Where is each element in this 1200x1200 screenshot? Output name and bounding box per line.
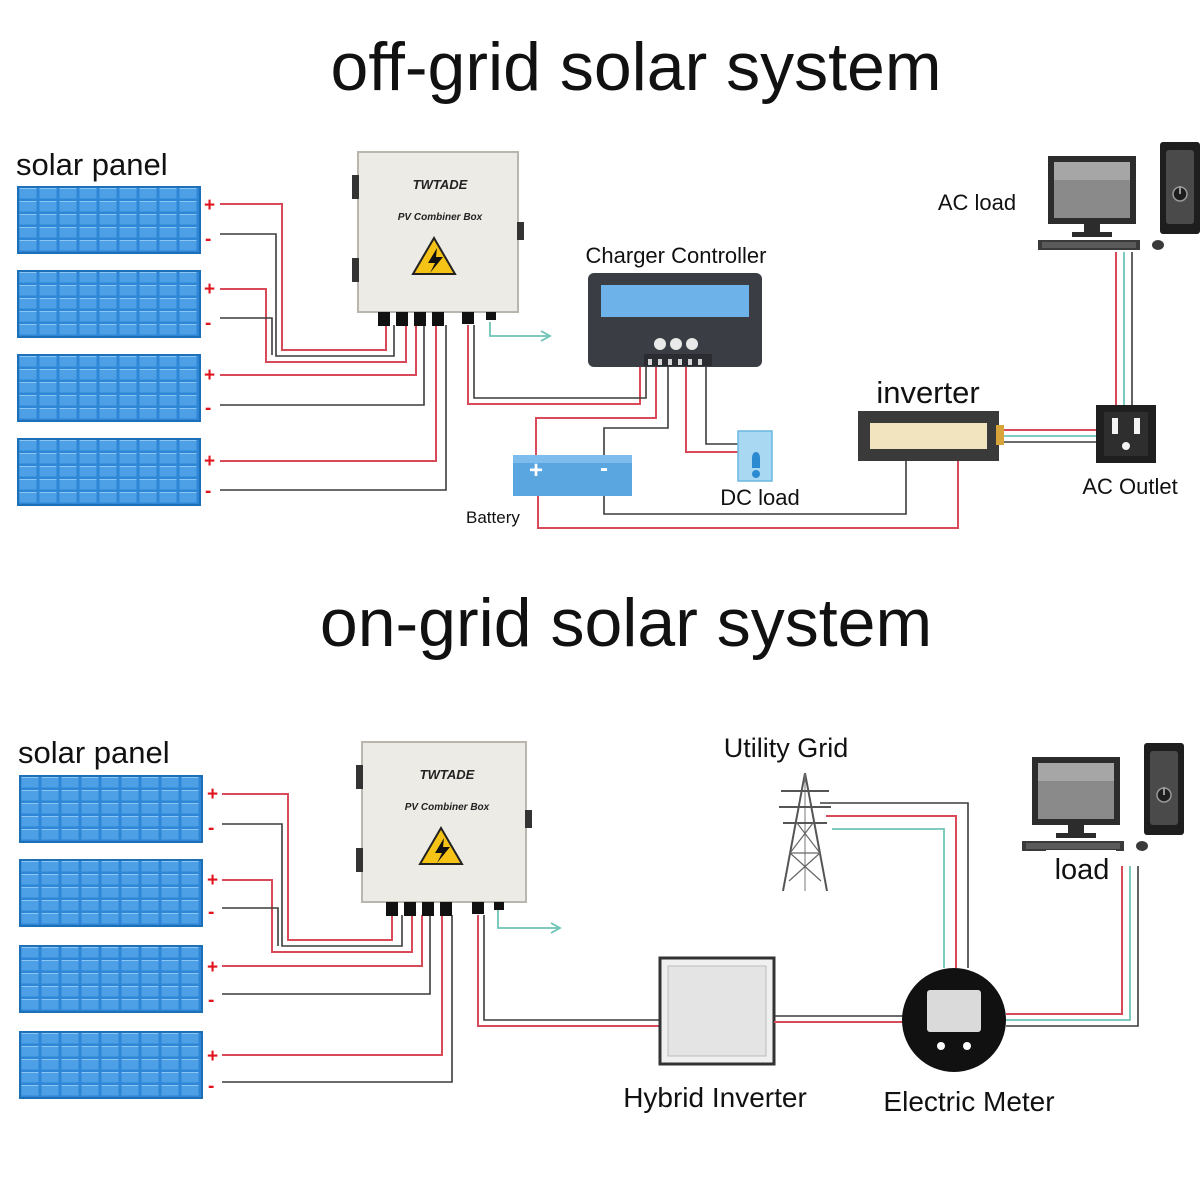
dc-load-icon (737, 430, 773, 482)
combiner-box-icon: TWTADE PV Combiner Box (356, 741, 532, 916)
combiner-brand: TWTADE (420, 767, 475, 782)
minus-terminal: - (205, 229, 211, 250)
computer-icon (1037, 141, 1200, 251)
off-grid-panel-wires (220, 203, 447, 491)
on-grid-panel-wires (222, 793, 453, 1083)
minus-terminal: - (205, 481, 211, 502)
transmission-tower-icon (778, 772, 832, 892)
lightning-warning-icon (418, 826, 464, 865)
off-grid-title: off-grid solar system (331, 29, 942, 105)
solar-panel-icon (17, 354, 201, 422)
solar-panel-icon (17, 186, 201, 254)
ac-outlet-icon (1096, 405, 1156, 463)
solar-panel-icon (19, 859, 203, 927)
minus-terminal: - (208, 990, 214, 1011)
charge-controller-icon (588, 273, 762, 367)
minus-terminal: - (208, 902, 214, 923)
on-grid-title: on-grid solar system (320, 585, 932, 661)
ac-load-label: AC load (938, 190, 1016, 215)
plus-terminal: + (204, 195, 215, 216)
minus-terminal: - (208, 1076, 214, 1097)
battery-icon: + - (513, 455, 632, 496)
on-grid-solar-panel-array (19, 775, 203, 1099)
on-grid-solar-panel-label: solar panel (18, 735, 170, 770)
inverter-icon (858, 411, 1004, 461)
electric-meter-icon (902, 968, 1006, 1072)
off-grid-panel-terminals: + - + - + - + - (204, 195, 215, 502)
output-arrow (489, 322, 548, 337)
off-grid-solar-panel-array (17, 186, 201, 506)
electric-meter-label: Electric Meter (883, 1086, 1054, 1117)
minus-terminal: - (205, 313, 211, 334)
load-label-backdrop (1046, 850, 1116, 886)
dc-load-label: DC load (720, 485, 799, 510)
lightning-warning-icon (411, 236, 457, 275)
solar-panel-icon (19, 775, 203, 843)
hybrid-inverter-icon (658, 956, 776, 1066)
plus-terminal: + (204, 279, 215, 300)
computer-icon (1021, 742, 1185, 852)
hybrid-inverter-label: Hybrid Inverter (623, 1082, 807, 1113)
on-grid-panel-terminals: + - + - + - + - (207, 784, 218, 1097)
output-arrow (497, 910, 558, 929)
battery-minus: - (600, 455, 608, 482)
solar-panel-icon (17, 270, 201, 338)
load-label: load (1055, 854, 1110, 886)
off-grid-solar-panel-label: solar panel (16, 147, 168, 182)
combiner-name: PV Combiner Box (405, 802, 490, 813)
combiner-brand: TWTADE (413, 177, 468, 192)
combiner-name: PV Combiner Box (398, 212, 483, 223)
minus-terminal: - (205, 398, 211, 419)
plus-terminal: + (207, 1046, 218, 1067)
solar-panel-icon (19, 945, 203, 1013)
plus-terminal: + (207, 784, 218, 805)
ac-outlet-label: AC Outlet (1082, 474, 1177, 499)
combiner-box-icon: TWTADE PV Combiner Box (352, 151, 524, 326)
controller-wires (535, 367, 748, 458)
minus-terminal: - (208, 818, 214, 839)
battery-label: Battery (466, 508, 520, 527)
plus-terminal: + (207, 957, 218, 978)
inverter-label: inverter (876, 375, 979, 410)
utility-grid-label: Utility Grid (724, 733, 849, 763)
solar-panel-icon (19, 1031, 203, 1099)
solar-panel-icon (17, 438, 201, 506)
plus-terminal: + (204, 365, 215, 386)
plus-terminal: + (207, 870, 218, 891)
plus-terminal: + (204, 451, 215, 472)
charger-controller-label: Charger Controller (586, 243, 767, 268)
battery-plus: + (529, 457, 543, 484)
